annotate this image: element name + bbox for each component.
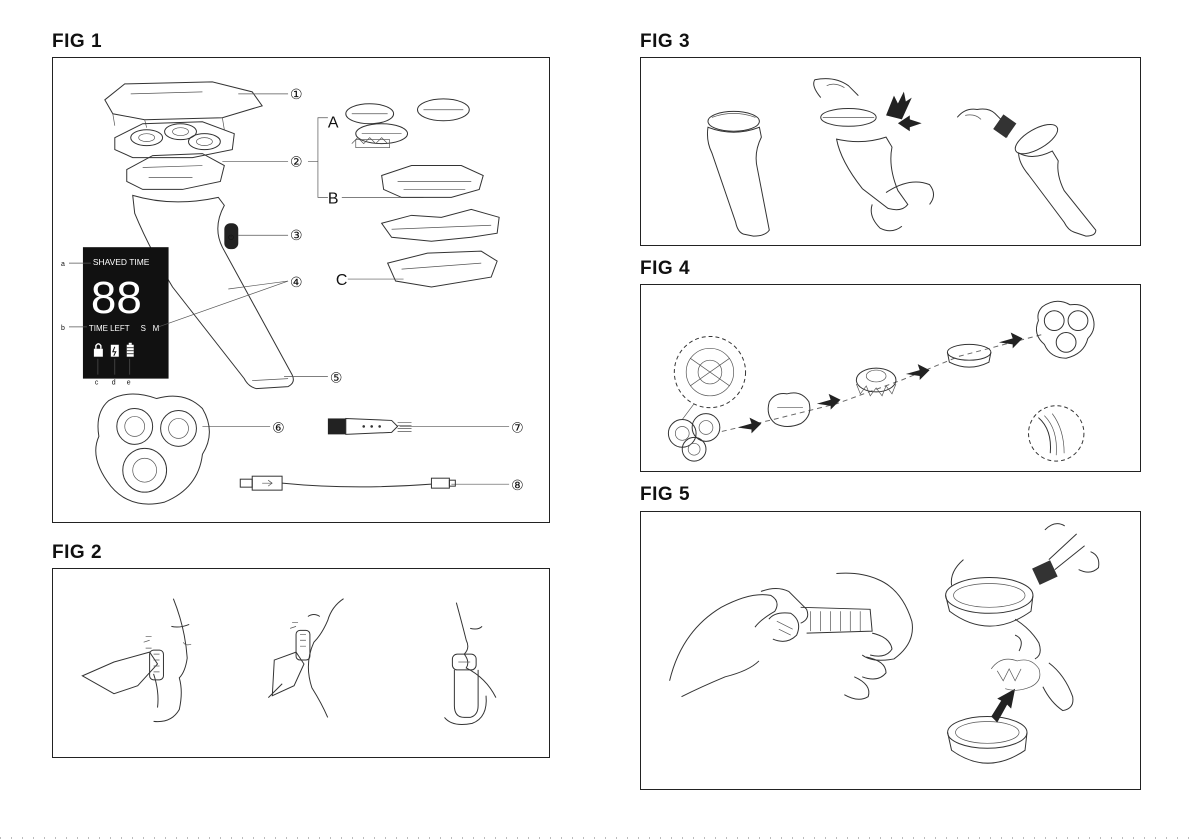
shaver-head-press xyxy=(957,109,1096,236)
shaving-heads-unit xyxy=(115,122,234,158)
lcd-time-left-label: TIME LEFT xyxy=(89,324,130,333)
fig4-panel xyxy=(640,284,1141,472)
fig5-cleaning-illustrations xyxy=(641,512,1140,789)
shaving-head-top-view xyxy=(96,394,210,504)
fig3-head-removal xyxy=(641,58,1140,245)
fig5-title: FIG 5 xyxy=(640,485,690,504)
part-c-frame xyxy=(382,209,499,287)
magnified-clip-detail xyxy=(1029,406,1084,461)
marker-a: a xyxy=(61,261,65,268)
fig1-exploded-diagram: ⏻ SHAVED TIME 88 TIME LEFT S M xyxy=(53,58,549,522)
fig3-title: FIG 3 xyxy=(640,32,690,51)
part-a-cutters xyxy=(346,99,469,148)
marker-d: d xyxy=(112,380,116,387)
magnified-detail xyxy=(674,336,745,419)
brush-cleaning-cup xyxy=(946,524,1099,659)
assembled-head xyxy=(1036,301,1094,358)
spring-clip xyxy=(768,393,810,427)
arrow-icon xyxy=(886,92,922,132)
fig4-blade-assembly xyxy=(641,285,1140,471)
shaver-standing xyxy=(707,111,769,236)
group-a: A xyxy=(328,115,339,132)
fig1-panel: ⏻ SHAVED TIME 88 TIME LEFT S M xyxy=(52,57,550,523)
shaving-cheek-illustration xyxy=(82,599,191,722)
brush-cleaning-blade xyxy=(670,573,913,699)
lcd-m-label: M xyxy=(153,324,160,333)
callout-3: ③ xyxy=(290,227,302,243)
blade-guard xyxy=(947,344,991,367)
marker-b: b xyxy=(61,325,65,332)
lcd-display: SHAVED TIME 88 TIME LEFT S M a xyxy=(61,247,169,386)
battery-icon xyxy=(127,343,134,357)
callout-4: ④ xyxy=(290,274,302,290)
fig2-panel xyxy=(52,568,550,758)
head-frame xyxy=(127,154,225,190)
usb-cable-icon xyxy=(240,476,455,490)
group-b: B xyxy=(328,190,339,207)
fig3-panel xyxy=(640,57,1141,246)
callout-7: ⑦ xyxy=(511,419,523,435)
svg-text:⏻: ⏻ xyxy=(228,234,234,242)
fig5-panel xyxy=(640,511,1141,790)
marker-c: c xyxy=(95,380,99,387)
lcd-s-label: S xyxy=(141,324,146,333)
lcd-digits: 88 xyxy=(91,272,142,323)
callout-6: ⑥ xyxy=(272,419,284,435)
shaver-head-release xyxy=(814,79,934,231)
shaving-chin-illustration xyxy=(444,603,495,725)
shaving-neck-illustration xyxy=(268,599,343,718)
callout-5: ⑤ xyxy=(330,370,342,386)
blade-into-cup xyxy=(948,635,1073,763)
brush-icon xyxy=(328,418,412,434)
callout-8: ⑧ xyxy=(511,477,523,493)
callout-1: ① xyxy=(290,86,302,102)
part-b-bracket xyxy=(382,166,484,198)
page-edge-marks xyxy=(0,828,1192,840)
group-c: C xyxy=(336,272,347,289)
callout-numbers: ① ② ③ ④ ⑤ ⑥ ⑦ ⑧ xyxy=(272,86,523,493)
fig2-title: FIG 2 xyxy=(52,543,102,562)
callout-2: ② xyxy=(290,154,302,170)
charging-icon xyxy=(111,345,119,357)
rotary-blade xyxy=(856,368,896,396)
marker-e: e xyxy=(127,380,131,387)
arrow-icon xyxy=(738,332,1023,433)
fig2-shaving-illustrations xyxy=(53,569,549,757)
group-brackets: A B C xyxy=(308,115,424,289)
head-base xyxy=(668,414,719,461)
fig4-title: FIG 4 xyxy=(640,259,690,278)
lcd-shaved-time-label: SHAVED TIME xyxy=(93,257,150,267)
fig1-title: FIG 1 xyxy=(52,32,102,51)
